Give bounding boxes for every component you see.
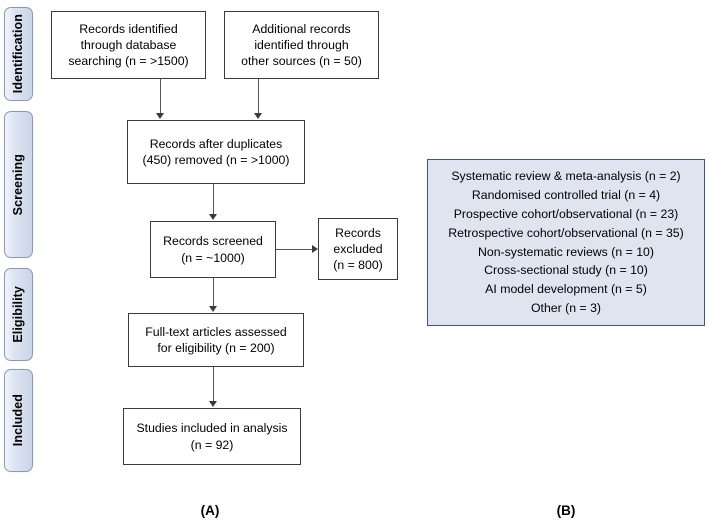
phase-label-screening-text: Screening — [11, 153, 26, 216]
flow-box-fulltext-assessed-text: Full-text articles assessed for eligibil… — [145, 324, 287, 355]
connector-screened-to-excluded — [276, 249, 313, 250]
study-type-item: Systematic review & meta-analysis (n = 2… — [451, 169, 681, 184]
flow-box-studies-included: Studies included in analysis (n = 92) — [123, 408, 301, 465]
phase-label-eligibility-text: Eligibility — [11, 286, 26, 343]
flow-box-studies-included-text: Studies included in analysis (n = 92) — [136, 421, 288, 452]
study-type-item: Randomised controlled trial (n = 4) — [471, 188, 661, 203]
flow-box-records-screened-text: Records screened (n = ~1000) — [163, 234, 263, 265]
flow-box-fulltext-assessed: Full-text articles assessed for eligibil… — [128, 313, 304, 367]
flow-box-records-identified-database-text: Records identified through database sear… — [68, 21, 189, 69]
connector-other-sources-to-duplicates — [258, 79, 259, 114]
flow-box-records-identified-database: Records identified through database sear… — [51, 11, 206, 79]
phase-label-identification: Identification — [4, 7, 33, 101]
study-type-item: Other (n = 3) — [530, 300, 602, 315]
phase-label-included: Included — [4, 369, 33, 472]
flow-box-records-after-duplicates-text: Records after duplicates (450) removed (… — [142, 136, 290, 167]
study-type-item: Non-systematic reviews (n = 10) — [478, 244, 654, 259]
study-type-item: Retrospective cohort/observational (n = … — [448, 225, 684, 240]
connector-database-to-duplicates — [160, 79, 161, 114]
flow-box-records-excluded-text: Records excluded (n = 800) — [333, 225, 383, 273]
flow-box-additional-records-other-sources: Additional records identified through ot… — [224, 11, 379, 79]
study-type-item: AI model development (n = 5) — [485, 282, 647, 297]
phase-label-screening: Screening — [4, 111, 33, 258]
arrowhead-screened-to-fulltext — [209, 306, 217, 312]
flow-box-records-excluded: Records excluded (n = 800) — [318, 218, 398, 280]
connector-screened-to-fulltext — [213, 278, 214, 307]
phase-label-eligibility: Eligibility — [4, 268, 33, 361]
flow-box-records-screened: Records screened (n = ~1000) — [150, 221, 276, 278]
phase-label-identification-text: Identification — [11, 14, 26, 94]
arrowhead-database-to-duplicates — [156, 113, 164, 119]
flow-box-records-after-duplicates: Records after duplicates (450) removed (… — [127, 120, 305, 184]
flow-box-additional-records-other-sources-text: Additional records identified through ot… — [241, 21, 362, 69]
arrowhead-duplicates-to-screened — [209, 214, 217, 220]
phase-label-included-text: Included — [11, 394, 26, 447]
panel-b-study-types: Systematic review & meta-analysis (n = 2… — [427, 159, 705, 326]
arrowhead-screened-to-excluded — [312, 245, 318, 253]
panel-a-caption: (A) — [200, 503, 220, 518]
connector-fulltext-to-included — [213, 367, 214, 402]
arrowhead-other-sources-to-duplicates — [254, 113, 262, 119]
arrowhead-fulltext-to-included — [209, 401, 217, 407]
connector-duplicates-to-screened — [213, 184, 214, 215]
panel-b-caption: (B) — [556, 503, 576, 518]
study-type-item: Prospective cohort/observational (n = 23… — [453, 206, 679, 221]
study-type-item: Cross-sectional study (n = 10) — [484, 263, 648, 278]
